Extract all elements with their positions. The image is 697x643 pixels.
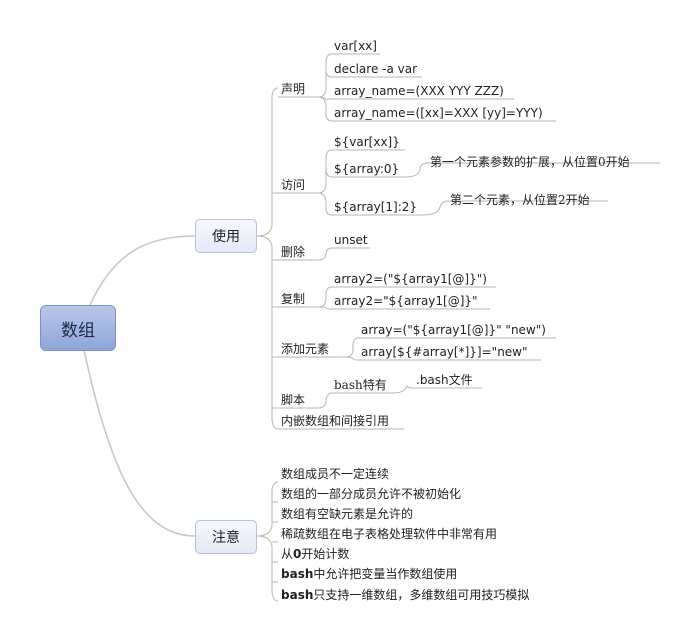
access-note-1[interactable]: 第一个元素参数的扩展，从位置0开始 (430, 155, 630, 169)
node-declare[interactable]: 声明 (281, 82, 306, 96)
access-note-2[interactable]: 第二个元素，从位置2开始 (450, 193, 590, 207)
node-access[interactable]: 访问 (281, 178, 306, 192)
note-item-7-bold: bash (281, 588, 314, 602)
note-item-3[interactable]: 数组有空缺元素是允许的 (281, 507, 414, 521)
declare-item-3[interactable]: array_name=(XXX YYY ZZZ) (334, 84, 504, 98)
note-item-6-bold: bash (281, 567, 314, 581)
ln-decl-1 (317, 53, 380, 98)
node-copy[interactable]: 复制 (281, 292, 306, 306)
script-child[interactable]: bash特有 (334, 378, 387, 392)
declare-item-2[interactable]: declare -a var (334, 62, 418, 76)
ln-add-2 (345, 356, 541, 361)
access-item-2[interactable]: ${array:0} (334, 162, 400, 176)
node-delete[interactable]: 删除 (281, 245, 306, 259)
note-item-6[interactable]: bash中允许把变量当作数组使用 (281, 567, 457, 581)
line-root-note (83, 349, 196, 537)
note-item-7[interactable]: bash只支持一维数组，多维数组可用技巧模拟 (281, 588, 529, 602)
note-item-5-post: 开始计数 (301, 547, 350, 561)
note-item-5-pre: 从 (281, 547, 294, 561)
ln-acc-3 (317, 192, 422, 216)
ln-script-1 (317, 392, 392, 409)
root-node[interactable]: 数组 (40, 305, 116, 351)
copy-item-2[interactable]: array2="${array1[@]}" (334, 294, 478, 308)
ln-decl-2 (325, 69, 422, 78)
ln-copy-2 (317, 306, 490, 310)
ln-acc-note1 (404, 162, 660, 178)
ln-acc-1 (317, 149, 405, 194)
access-item-3[interactable]: ${array[1]:2} (334, 200, 418, 214)
ln-decl-3 (317, 96, 514, 101)
node-add[interactable]: 添加元素 (281, 342, 330, 356)
ln-copy-1 (317, 286, 496, 308)
line-use-up (256, 87, 279, 237)
node-nested[interactable]: 内嵌数组和间接引用 (281, 414, 390, 428)
line-root-use (89, 235, 196, 306)
ln-add-1 (345, 337, 556, 358)
ln-decl-4 (317, 96, 556, 122)
access-item-1[interactable]: ${var[xx]} (334, 135, 400, 149)
ln-script-2 (391, 384, 482, 394)
script-grandchild[interactable]: .bash文件 (416, 373, 473, 387)
note-item-2[interactable]: 数组的一部分成员允许不被初始化 (281, 487, 462, 501)
note-item-1[interactable]: 数组成员不一定连续 (281, 467, 390, 481)
add-item-2[interactable]: array[${#array[*]}]="new" (361, 345, 528, 359)
add-item-1[interactable]: array=("${array1[@]}" "new") (361, 323, 546, 337)
delete-item-1[interactable]: unset (334, 233, 368, 247)
ln-del-1 (317, 247, 370, 261)
ln-acc-note2 (421, 200, 608, 216)
note-item-5[interactable]: 从0开始计数 (281, 547, 349, 561)
branch-use[interactable]: 使用 (195, 219, 257, 253)
declare-item-1[interactable]: var[xx] (334, 39, 377, 53)
note-item-7-post: 只支持一维数组，多维数组可用技巧模拟 (313, 588, 530, 602)
line-note-up (256, 481, 279, 537)
ln-acc-2 (325, 167, 405, 178)
node-script[interactable]: 脚本 (281, 393, 306, 407)
branch-note[interactable]: 注意 (195, 520, 257, 554)
note-item-6-post: 中允许把变量当作数组使用 (313, 567, 458, 581)
line-use-down (256, 235, 279, 430)
note-item-5-bold: 0 (293, 547, 302, 561)
note-item-4[interactable]: 稀疏数组在电子表格处理软件中非常有用 (281, 527, 498, 541)
declare-item-4[interactable]: array_name=([xx]=XXX [yy]=YYY) (334, 106, 543, 120)
line-note-down (256, 535, 279, 602)
copy-item-1[interactable]: array2=("${array1[@]}") (334, 272, 487, 286)
